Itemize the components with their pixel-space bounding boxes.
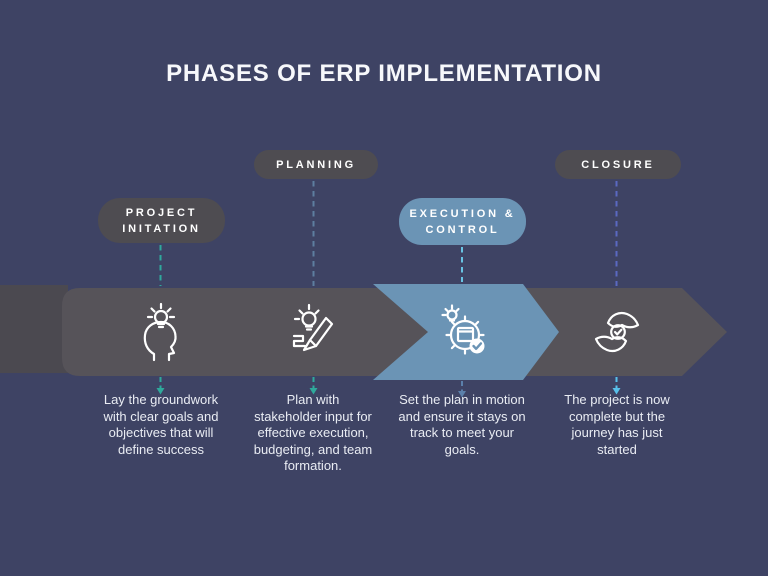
desc-line: formation. bbox=[284, 458, 342, 473]
desc-line: journey has just bbox=[571, 425, 663, 440]
desc-line: track to meet your bbox=[409, 425, 515, 440]
lightbulb-pencil-icon bbox=[292, 303, 334, 352]
desc-line: Lay the groundwork bbox=[103, 392, 219, 407]
pill-label-line: EXECUTION & bbox=[409, 207, 516, 220]
desc-line: Set the plan in motion bbox=[399, 392, 525, 407]
down-arrow-planning bbox=[309, 377, 318, 395]
page-title: PHASES OF ERP IMPLEMENTATION bbox=[166, 60, 602, 87]
pill-label-line: CLOSURE bbox=[581, 158, 655, 171]
desc-line: effective execution, bbox=[257, 425, 369, 440]
phase-pill-execution-control: EXECUTION & CONTROL bbox=[399, 198, 526, 245]
phase-description-execution-control: Set the plan in motion and ensure it sta… bbox=[372, 392, 552, 458]
desc-line: with clear goals and bbox=[103, 408, 219, 424]
down-arrow-initation bbox=[156, 377, 165, 395]
pill-label-line: PLANNING bbox=[276, 158, 356, 171]
desc-line: complete but the bbox=[568, 408, 666, 424]
band-left-strip bbox=[0, 285, 68, 373]
phase-description-closure: The project is now complete but the jour… bbox=[527, 392, 707, 458]
desc-line: The project is now bbox=[564, 392, 670, 407]
hands-check-icon bbox=[594, 311, 640, 353]
phase-description-planning: Plan with stakeholder input for effectiv… bbox=[223, 392, 403, 475]
desc-line: budgeting, and team bbox=[253, 441, 373, 457]
phase-description-project-initation: Lay the groundwork with clear goals and … bbox=[71, 392, 251, 458]
down-arrow-closure bbox=[612, 377, 621, 395]
process-arrow-band bbox=[62, 288, 727, 376]
pill-label-line: PROJECT bbox=[125, 206, 198, 219]
pill-label-line: INITATION bbox=[122, 222, 201, 235]
desc-line: started bbox=[597, 441, 637, 457]
desc-line: objectives that will bbox=[108, 425, 214, 440]
desc-line: define success bbox=[118, 441, 204, 457]
desc-line: goals. bbox=[444, 441, 480, 457]
down-arrow-execution bbox=[458, 381, 466, 398]
head-lightbulb-icon bbox=[143, 302, 177, 362]
desc-line: Plan with bbox=[286, 392, 340, 407]
gear-package-check-icon bbox=[441, 304, 485, 355]
phase-pill-closure: CLOSURE bbox=[555, 150, 681, 179]
pill-label-line: CONTROL bbox=[425, 223, 500, 236]
desc-line: stakeholder input for bbox=[254, 408, 372, 424]
phase-pill-planning: PLANNING bbox=[254, 150, 378, 179]
desc-line: and ensure it stays on bbox=[398, 408, 526, 424]
phase-pill-project-initation: PROJECT INITATION bbox=[98, 198, 225, 243]
